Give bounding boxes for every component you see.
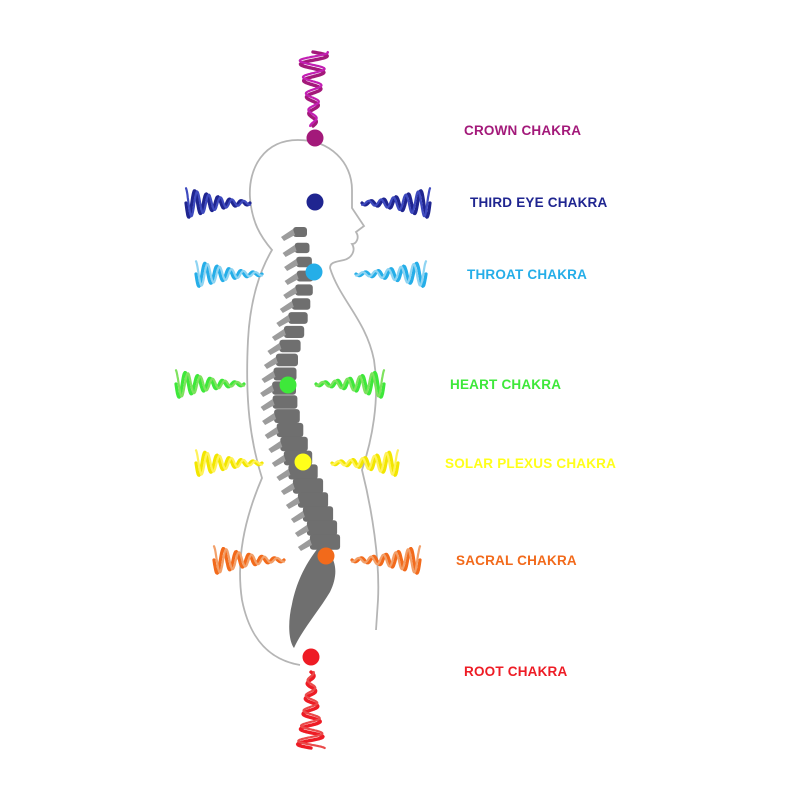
heart-wave-left-stroke [174,371,246,399]
vertebra [297,492,329,508]
sacral-wave-left [212,545,286,575]
vertebra [288,312,308,324]
vertebra [294,242,310,254]
sacral-wave-left-stroke [212,545,286,574]
heart-chakra-dot [279,376,297,394]
spinous-process [280,483,295,495]
vertebra [293,227,307,237]
third-eye-wave-right-stroke [360,189,432,219]
sacral-wave-right [350,545,422,575]
vertebra [274,409,300,423]
vertebra [295,284,313,296]
sacral-chakra-label: SACRAL CHAKRA [456,553,577,568]
spinous-process [271,329,286,341]
vertebra [288,464,318,480]
vertebra [309,534,341,550]
sacrum [289,548,336,648]
spine [260,227,341,648]
crown-chakra-dot [306,129,324,147]
vertebra [306,520,338,536]
spinous-process [264,427,279,439]
throat-wave-left [194,260,264,289]
root-wave [295,670,326,750]
throat-wave-right-stroke [354,261,428,289]
heart-wave-right [314,369,386,399]
solar-plexus-wave-left-stroke [194,449,264,476]
crown-wave [298,50,330,128]
sacral-wave-right-stroke [350,547,422,575]
solar-plexus-chakra-dot [294,453,312,471]
spinous-process [283,287,298,299]
spinous-process [263,357,278,369]
spinous-process [262,413,277,425]
root-wave-stroke [297,670,326,750]
spinous-process [267,343,282,355]
root-chakra-label: ROOT CHAKRA [464,664,567,679]
heart-wave-right-stroke [314,371,386,399]
throat-chakra-dot [305,263,323,281]
spinous-process [284,273,299,285]
spinous-process [285,497,300,509]
face-outline [297,139,380,631]
solar-plexus-wave-right [330,449,400,478]
body-outline [239,139,301,666]
heart-chakra-label: HEART CHAKRA [450,377,561,392]
spinous-process [276,315,291,327]
vertebra [280,436,308,452]
throat-chakra-label: THROAT CHAKRA [467,267,587,282]
third-eye-chakra-dot [306,193,324,211]
spinous-process [260,385,275,397]
spinous-process [290,511,305,523]
sacral-wave-right-stroke [350,545,422,574]
spinous-process [260,399,275,411]
heart-wave-right-stroke [314,369,386,398]
spinous-process [268,441,283,453]
vertebra [283,325,305,338]
throat-wave-left-stroke [194,261,264,289]
solar-plexus-wave-left-stroke [194,450,264,478]
spinous-process [294,525,309,537]
heart-wave-left [174,369,246,399]
solar-plexus-wave-right-stroke [330,450,400,478]
vertebra [276,422,304,438]
root-chakra-dot [302,648,320,666]
spinous-process [281,229,295,241]
solar-plexus-wave-left [194,449,264,478]
sacral-wave-left-stroke [212,547,286,575]
third-eye-wave-right [360,187,432,219]
vertebra [296,256,312,268]
throat-wave-left-stroke [194,260,264,287]
third-eye-wave-left-stroke [184,187,252,218]
crown-wave-stroke [298,50,330,128]
vertebra [292,478,324,494]
third-eye-wave-left-stroke [184,189,252,219]
vertebra [302,506,334,522]
heart-wave-left-stroke [174,369,246,398]
throat-wave-right-stroke [354,260,428,287]
spinous-process [284,259,299,271]
vertebra [275,353,298,367]
spinous-process [271,455,286,467]
throat-wave-right [354,260,428,289]
solar-plexus-chakra-label: SOLAR PLEXUS CHAKRA [445,456,616,471]
spinous-process [282,245,297,257]
spinous-process [279,301,294,313]
sacral-chakra-dot [317,547,335,565]
crown-wave-stroke [298,50,330,128]
vertebra [272,395,298,409]
third-eye-chakra-label: THIRD EYE CHAKRA [470,195,608,210]
wave-group [174,50,432,750]
spinous-process [276,469,291,481]
crown-chakra-label: CROWN CHAKRA [464,123,581,138]
spinous-process [261,371,276,383]
vertebra [291,298,311,310]
third-eye-wave-right-stroke [360,187,432,218]
third-eye-wave-left [184,187,252,219]
vertebra [279,339,301,353]
solar-plexus-wave-right-stroke [330,449,400,476]
spinous-process [297,539,312,551]
